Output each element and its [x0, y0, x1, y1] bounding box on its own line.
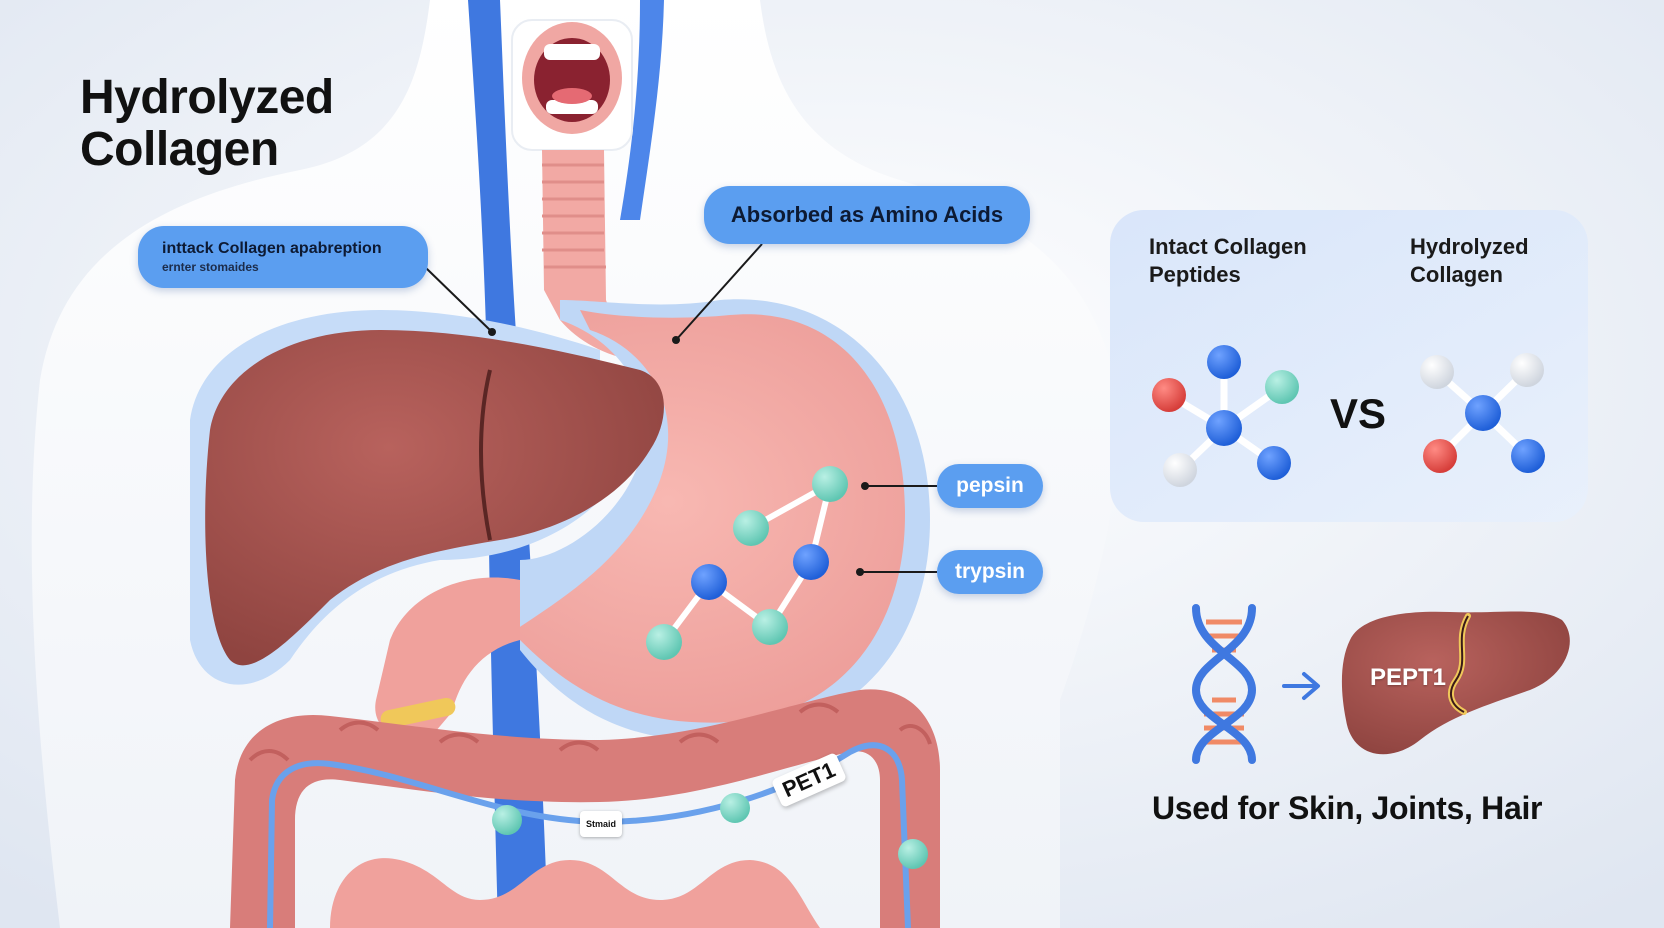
liver-pept1-label: PEPT1 [1370, 664, 1447, 691]
amino-node [492, 805, 522, 835]
amino-node [646, 624, 682, 660]
amino-node [793, 544, 829, 580]
duodenum [375, 577, 520, 740]
enzyme-trypsin-label: trypsin [937, 550, 1043, 594]
liver [205, 330, 664, 666]
comparison-left-heading: Intact Collagen Peptides [1149, 234, 1307, 287]
intestine-folds [248, 702, 932, 762]
amino-node [898, 839, 928, 869]
uses-caption: Used for Skin, Joints, Hair [1152, 790, 1543, 826]
callout-absorbed-text: Absorbed as Amino Acids [730, 202, 1004, 227]
peptide-chain [646, 466, 848, 660]
amino-node [752, 609, 788, 645]
comparison-right-heading: Hydrolyzed Collagen [1410, 234, 1529, 287]
leader-lines [425, 243, 937, 573]
leader-dots [488, 328, 869, 576]
page-title: Hydrolyzed Collagen [80, 71, 334, 176]
enzyme-pepsin-label: pepsin [937, 464, 1043, 508]
vessel-right [620, 0, 664, 220]
callout-absorbed: Absorbed as Amino Acids [704, 186, 1030, 244]
amino-node [812, 466, 848, 502]
amino-node [733, 510, 769, 546]
dna-helix-icon [1191, 604, 1257, 764]
intact-peptide-molecule [1152, 345, 1299, 487]
arrow-right-icon [1282, 672, 1320, 700]
callout-intact-line2: ernter stomaides [162, 260, 259, 274]
callout-intact-line1: inttack Collagen apabreption [162, 240, 382, 257]
large-intestine [230, 689, 940, 928]
intestine-tag-small: Stmaid [580, 811, 622, 837]
enzyme-trypsin-text: trypsin [954, 560, 1025, 583]
liver-small-icon [1341, 611, 1570, 755]
enzyme-pepsin-text: pepsin [956, 474, 1024, 497]
hydrolyzed-molecule [1420, 353, 1545, 473]
amino-node [691, 564, 727, 600]
small-intestine [330, 858, 820, 928]
amino-node [720, 793, 750, 823]
sphincter-band [380, 697, 456, 729]
liver-fissure [479, 369, 492, 541]
callout-intact: inttack Collagen apabreption ernter stom… [138, 226, 428, 288]
comparison-vs: VS [1330, 390, 1387, 437]
mouth-icon [511, 19, 633, 151]
